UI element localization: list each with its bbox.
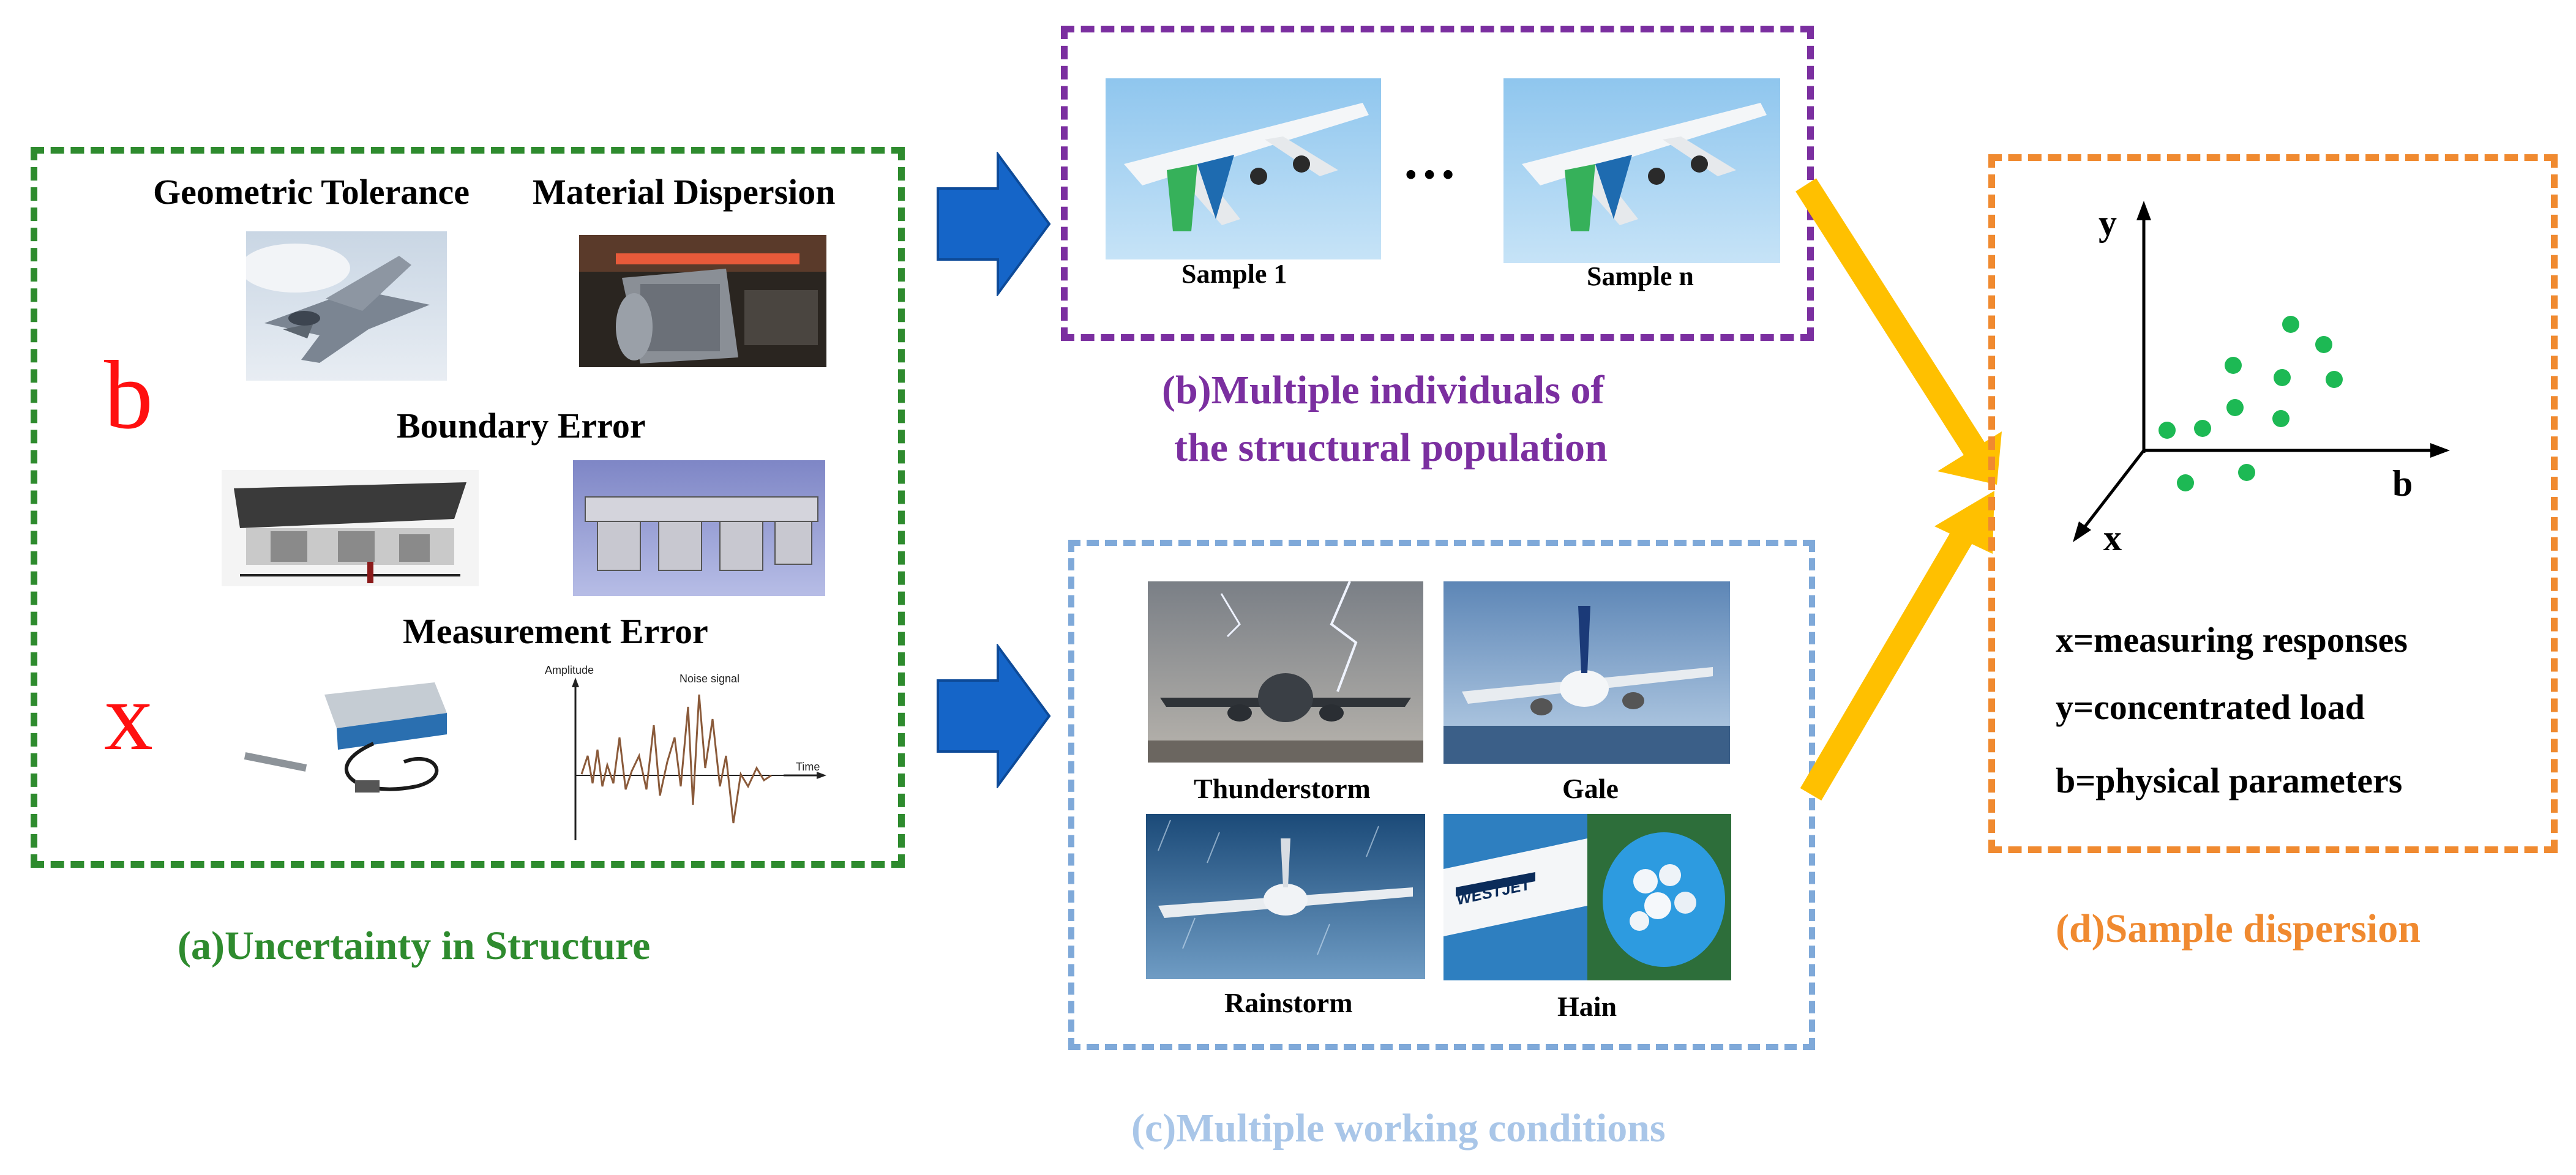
letter-b: b bbox=[104, 340, 153, 449]
panel-a-frame bbox=[31, 147, 905, 868]
noise-plot-title: Noise signal bbox=[680, 673, 740, 685]
axis-x-label: x bbox=[2103, 518, 2122, 558]
letter-x: x bbox=[104, 662, 153, 770]
sample-1-photo bbox=[1106, 78, 1381, 259]
arrow-a-to-c bbox=[937, 644, 1051, 788]
noise-signal-plot: Amplitude Noise signal Time bbox=[539, 664, 833, 841]
noise-plot-ylabel: Amplitude bbox=[545, 664, 594, 676]
material-machine-photo bbox=[579, 235, 826, 367]
sample-1-label: Sample 1 bbox=[1181, 259, 1287, 289]
boundary-fixture-photo bbox=[222, 470, 479, 586]
label-geometric-tolerance: Geometric Tolerance bbox=[153, 172, 470, 212]
panel-a-caption: (a)Uncertainty in Structure bbox=[178, 923, 651, 968]
ellipsis: … bbox=[1402, 130, 1457, 190]
panel-d-caption: (d)Sample dispersion bbox=[2056, 906, 2421, 951]
sample-n-label: Sample n bbox=[1587, 261, 1694, 291]
legend-y: y=concentrated load bbox=[2056, 687, 2365, 727]
panel-b-caption-line2: the structural population bbox=[1174, 425, 1608, 470]
noise-plot-xlabel: Time bbox=[796, 761, 820, 773]
label-boundary-error: Boundary Error bbox=[397, 406, 646, 446]
label-material-dispersion: Material Dispersion bbox=[533, 172, 836, 212]
condition-label-gale: Gale bbox=[1562, 773, 1619, 804]
dispersion-axes bbox=[2073, 201, 2450, 542]
condition-label-hain: Hain bbox=[1557, 991, 1617, 1022]
panel-d-frame bbox=[1988, 154, 2558, 853]
dispersion-points bbox=[2159, 316, 2343, 491]
condition-label-thunderstorm: Thunderstorm bbox=[1194, 773, 1371, 804]
thunderstorm-photo bbox=[1148, 581, 1423, 763]
sample-n-photo bbox=[1503, 78, 1780, 263]
gale-photo bbox=[1443, 581, 1730, 764]
legend-x: x=measuring responses bbox=[2056, 620, 2408, 660]
fighter-jet-photo bbox=[246, 231, 447, 381]
axis-y-label: y bbox=[2099, 203, 2117, 243]
arrow-a-to-b bbox=[937, 152, 1051, 296]
boundary-cad-photo bbox=[573, 460, 825, 596]
sensor-device-photo bbox=[233, 676, 490, 812]
label-measurement-error: Measurement Error bbox=[403, 611, 708, 651]
rainstorm-photo bbox=[1146, 814, 1425, 979]
panel-c-caption: (c)Multiple working conditions bbox=[1131, 1106, 1666, 1151]
panel-b-caption-line1: (b)Multiple individuals of bbox=[1162, 368, 1604, 412]
axis-b-label: b bbox=[2392, 463, 2413, 504]
legend-b: b=physical parameters bbox=[2056, 761, 2403, 800]
hail-photo: WESTJET bbox=[1443, 814, 1731, 980]
condition-label-rainstorm: Rainstorm bbox=[1224, 987, 1353, 1018]
